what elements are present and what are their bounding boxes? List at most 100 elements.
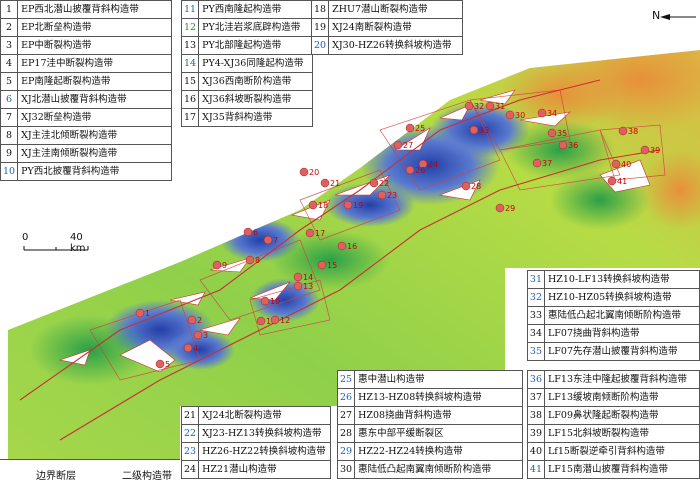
structure-number: 26 (415, 166, 425, 175)
structure-marker (461, 181, 471, 191)
structure-marker (317, 260, 327, 270)
structure-number: 39 (650, 146, 660, 155)
structure-marker (337, 241, 347, 251)
legend-name: PY西北披覆背斜构造带 (17, 162, 173, 181)
legend-name: HZ26-HZ22转换斜坡构造带 (198, 442, 332, 461)
legend-name: XJ主洼北倾断裂构造带 (17, 126, 173, 145)
structure-marker (299, 167, 309, 177)
legend-name: EP北断垒构造带 (17, 18, 173, 37)
legend-name: PY北部隆起构造带 (198, 36, 314, 55)
structure-number: 19 (353, 201, 363, 210)
structure-marker (405, 123, 415, 133)
legend-name: EP17洼中断裂构造带 (17, 54, 173, 73)
legend-number: 34 (526, 324, 546, 343)
legend-number: 28 (336, 424, 356, 443)
structure-number: 8 (255, 256, 260, 265)
structure-marker (270, 315, 280, 325)
structure-number: 18 (318, 201, 328, 210)
legend-name: XJ32断垒构造带 (17, 108, 173, 127)
legend-name: PY北洼岩浆底辟构造带 (198, 18, 314, 37)
legend-number: 22 (180, 424, 200, 443)
legend-name: HZ13-HZ08转换斜坡构造带 (354, 388, 524, 407)
structure-number: 4 (193, 344, 198, 353)
legend-number: 10 (0, 162, 19, 181)
structure-number: 7 (273, 236, 278, 245)
legend-number: 3 (0, 36, 19, 55)
legend-name: LF09鼻状隆起断裂构造带 (544, 406, 700, 425)
legend-number: 30 (336, 460, 356, 479)
structure-marker (243, 227, 253, 237)
map-key: 边界断层 二级构造带 (0, 459, 180, 489)
structure-marker (558, 140, 568, 150)
legend-number: 24 (180, 460, 200, 479)
legend-number: 15 (180, 72, 200, 91)
structure-number: 30 (515, 111, 525, 120)
legend-name: XJ北潜山披覆背斜构造带 (17, 90, 173, 109)
scale-label: 0 40 km (20, 232, 100, 256)
legend-number: 39 (526, 424, 546, 443)
legend-name: HZ22-HZ24转换构造带 (354, 442, 524, 461)
legend-number: 18 (310, 0, 330, 19)
structure-number: 28 (471, 182, 481, 191)
structure-number: 10 (270, 297, 280, 306)
legend-number: 9 (0, 144, 19, 163)
legend-number: 31 (526, 270, 546, 289)
structure-marker (464, 101, 474, 111)
key-boundary-fault: 边界断层 (36, 471, 76, 482)
legend-name: EP西北潜山披覆背斜构造带 (17, 0, 173, 19)
legend-number: 16 (180, 90, 200, 109)
legend-number: 8 (0, 126, 19, 145)
legend-number: 33 (526, 306, 546, 325)
legend-name: HZ10-LF13转换斜坡构造带 (544, 270, 700, 289)
structure-number: 33 (479, 126, 489, 135)
structure-marker (343, 200, 353, 210)
structure-number: 21 (330, 179, 340, 188)
legend-number: 25 (336, 370, 356, 389)
structure-marker (212, 260, 222, 270)
structure-marker (293, 281, 303, 291)
legend-name: 惠陆低凸起北翼南倾断阶构造带 (544, 306, 700, 325)
legend-name: LF07挠曲背斜构造带 (544, 324, 700, 343)
legend-number: 7 (0, 108, 19, 127)
structure-marker (320, 178, 330, 188)
structure-number: 22 (379, 179, 389, 188)
legend-name: HZ21潜山构造带 (198, 460, 332, 479)
structure-marker (405, 165, 415, 175)
legend-name: EP中断裂构造带 (17, 36, 173, 55)
legend-name: 惠中潜山构造带 (354, 370, 524, 389)
structure-marker (640, 145, 650, 155)
structure-number: 37 (542, 159, 552, 168)
legend-number: 13 (180, 36, 200, 55)
structure-number: 1 (145, 309, 150, 318)
legend-number: 1 (0, 0, 19, 19)
structure-marker (256, 316, 266, 326)
structure-marker (393, 140, 403, 150)
scale-distance: 40 km (70, 232, 86, 254)
structure-number: 12 (280, 316, 290, 325)
structure-number: 17 (315, 229, 325, 238)
legend-name: HZ10-HZ05转换斜坡构造带 (544, 288, 700, 307)
structure-marker (263, 235, 273, 245)
